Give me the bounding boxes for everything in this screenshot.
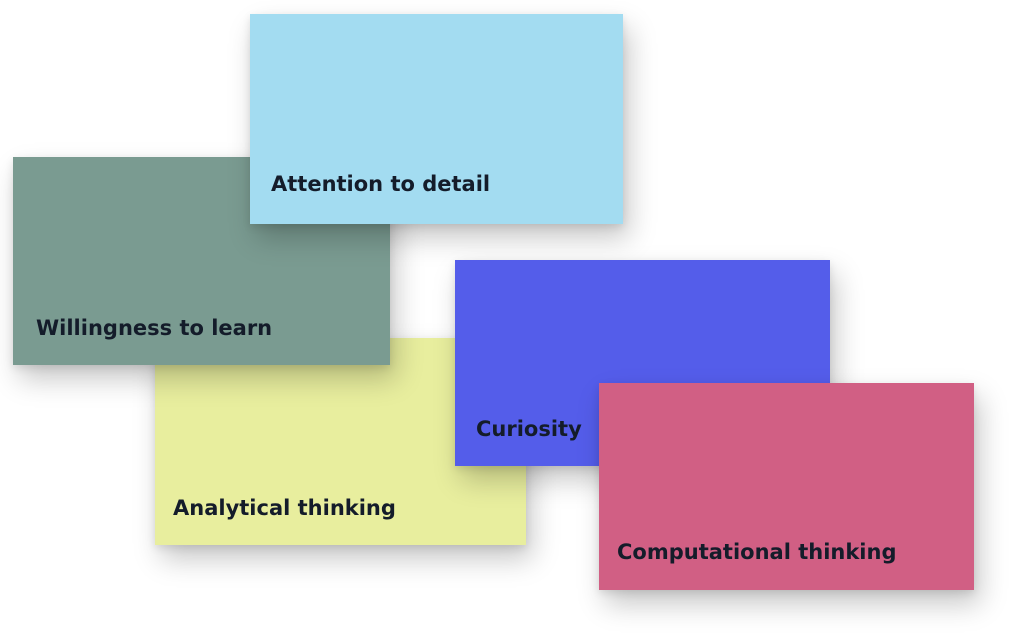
sticky-note-computational-thinking[interactable]: Computational thinking (599, 383, 974, 590)
sticky-note-attention-to-detail[interactable]: Attention to detail (250, 14, 623, 224)
sticky-note-label: Curiosity (476, 417, 582, 441)
sticky-note-label: Computational thinking (617, 540, 897, 564)
sticky-note-label: Analytical thinking (173, 496, 396, 520)
sticky-note-label: Attention to detail (271, 172, 491, 196)
sticky-note-label: Willingness to learn (36, 316, 273, 340)
